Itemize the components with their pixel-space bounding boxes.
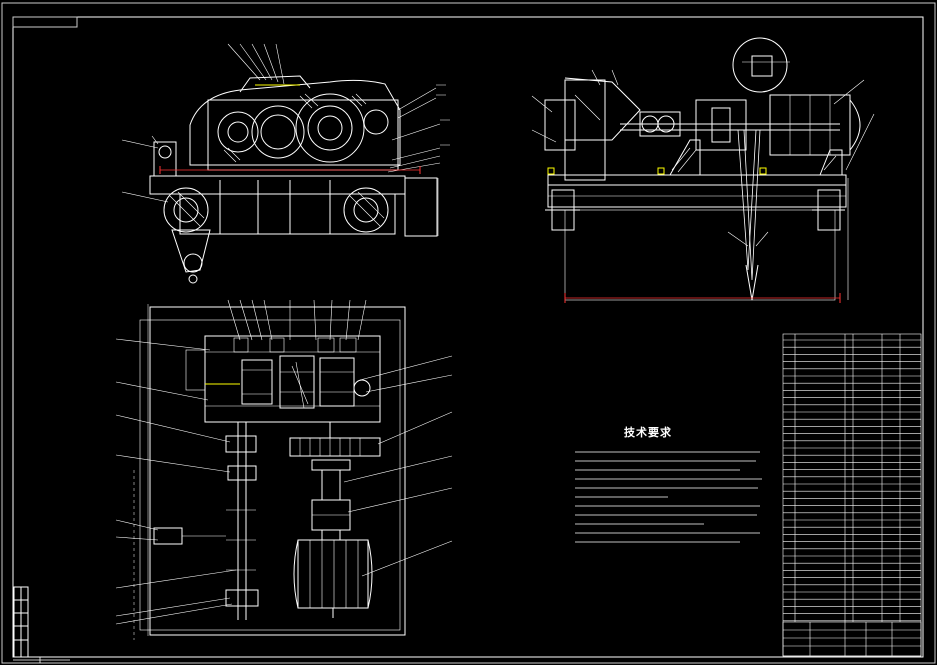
parts-list-table xyxy=(782,333,922,657)
sheet-corner-mark xyxy=(13,657,70,663)
side-elevation-view xyxy=(531,37,875,303)
technical-requirements-notes xyxy=(575,451,762,543)
title-block xyxy=(782,621,922,657)
front-elevation-view xyxy=(121,43,450,284)
technical-requirements-title: 技术要求 xyxy=(624,426,672,439)
plan-view xyxy=(115,299,453,640)
